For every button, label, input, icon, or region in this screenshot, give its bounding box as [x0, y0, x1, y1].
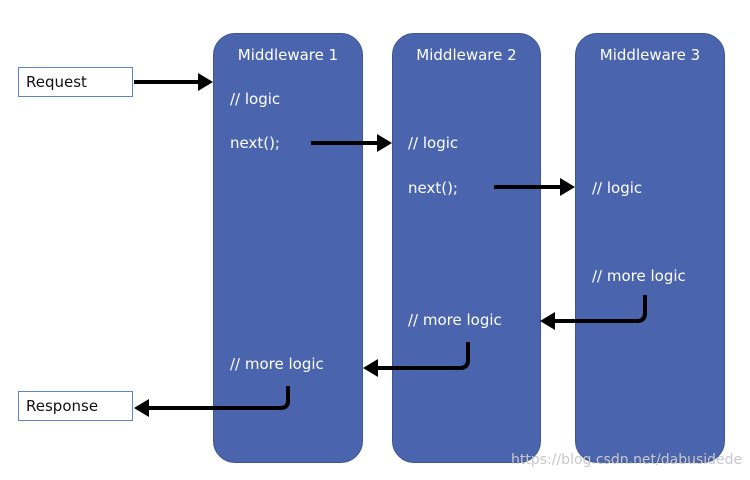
- middleware-1-column: Middleware 1 // logic next(); // more lo…: [213, 33, 363, 463]
- arrowhead-mw2-to-mw3: [560, 178, 575, 196]
- request-box: Request: [18, 67, 133, 97]
- arrowhead-mw1-to-mw2: [377, 134, 392, 152]
- middleware-2-logic: // logic: [408, 134, 459, 152]
- middleware-1-next-call: next();: [230, 134, 280, 152]
- arrowhead-mw2-return: [363, 359, 378, 377]
- middleware-3-logic: // logic: [592, 179, 643, 197]
- middleware-3-more-logic: // more logic: [592, 267, 686, 285]
- response-label: Response: [26, 397, 99, 415]
- middleware-3-column: Middleware 3 // logic // more logic: [575, 33, 725, 463]
- response-box: Response: [18, 391, 133, 421]
- middleware-1-more-logic: // more logic: [230, 355, 324, 373]
- middleware-2-more-logic: // more logic: [408, 311, 502, 329]
- middleware-3-title: Middleware 3: [599, 46, 701, 64]
- middleware-1-title: Middleware 1: [237, 46, 339, 64]
- arrowhead-mw1-return: [134, 399, 149, 417]
- request-label: Request: [26, 73, 87, 91]
- watermark-url: https://blog.csdn.net/dabusidede: [511, 452, 743, 468]
- middleware-2-next-call: next();: [408, 179, 458, 197]
- arrowhead-request-to-mw1: [198, 73, 213, 91]
- middleware-2-title: Middleware 2: [416, 46, 517, 64]
- middleware-2-column: Middleware 2 // logic next(); // more lo…: [392, 33, 541, 463]
- arrowhead-mw3-return: [540, 312, 555, 330]
- middleware-1-logic: // logic: [230, 90, 281, 108]
